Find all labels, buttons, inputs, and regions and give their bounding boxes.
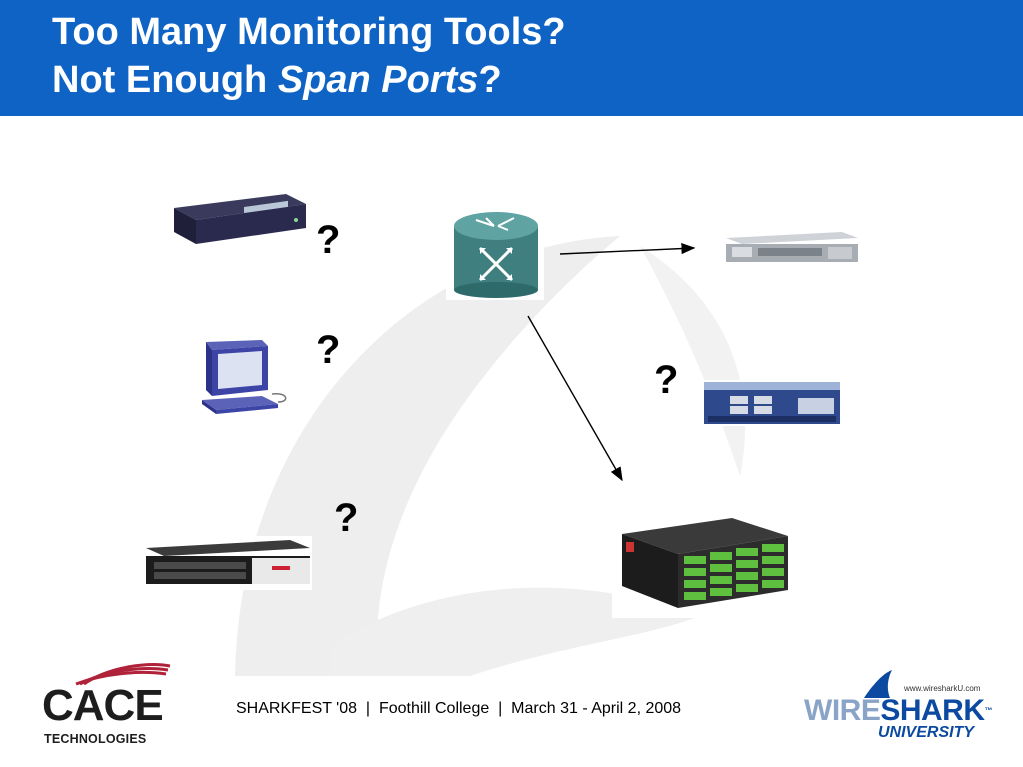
footer-text: SHARKFEST '08 | Foothill College | March… (236, 700, 682, 717)
title-line-2-emphasis: Span Ports (277, 59, 479, 101)
question-mark: ? (316, 218, 341, 262)
wireshark-url: www.wiresharkU.com (904, 684, 981, 693)
title-line-2-suffix: ? (478, 59, 502, 101)
arrow-to-storage-array (527, 315, 623, 482)
wireshark-university-subtitle: UNIVERSITY (878, 724, 975, 741)
wireshark-word-wire: WIRE (804, 694, 881, 727)
cace-logo-text: CACE (42, 681, 164, 730)
shark-fin-watermark (235, 236, 746, 676)
shark-fin-icon (864, 670, 892, 698)
storage-array-icon (612, 512, 790, 618)
rack-server-icon (722, 228, 862, 268)
network-appliance-icon (702, 380, 842, 426)
cace-logo-subtitle: TECHNOLOGIES (44, 732, 147, 746)
question-mark: ? (654, 358, 679, 402)
wireshark-wordmark: WIRESHARK™ (804, 694, 992, 728)
cace-swoosh-icon (75, 663, 171, 686)
title-line-1: Too Many Monitoring Tools? (52, 11, 566, 53)
wireshark-word-shark: SHARK (880, 694, 985, 727)
arrow-to-rack-server (559, 242, 696, 255)
router-icon (446, 204, 544, 300)
rack-appliance-icon (166, 186, 310, 258)
slide-header: Too Many Monitoring Tools? Not Enough Sp… (0, 0, 1023, 116)
wireshark-university-logo: www.wiresharkU.com WIRESHARK™ UNIVERSITY (800, 668, 1005, 748)
title-line-2-prefix: Not Enough (52, 59, 278, 101)
cace-technologies-logo: CACE TECHNOLOGIES (40, 660, 175, 752)
slide-title: Too Many Monitoring Tools? Not Enough Sp… (52, 8, 566, 104)
trademark-symbol: ™ (984, 706, 993, 715)
1u-appliance-icon (140, 536, 312, 590)
question-mark: ? (316, 328, 341, 372)
question-mark: ? (334, 496, 359, 540)
desktop-computer-icon (192, 338, 292, 420)
